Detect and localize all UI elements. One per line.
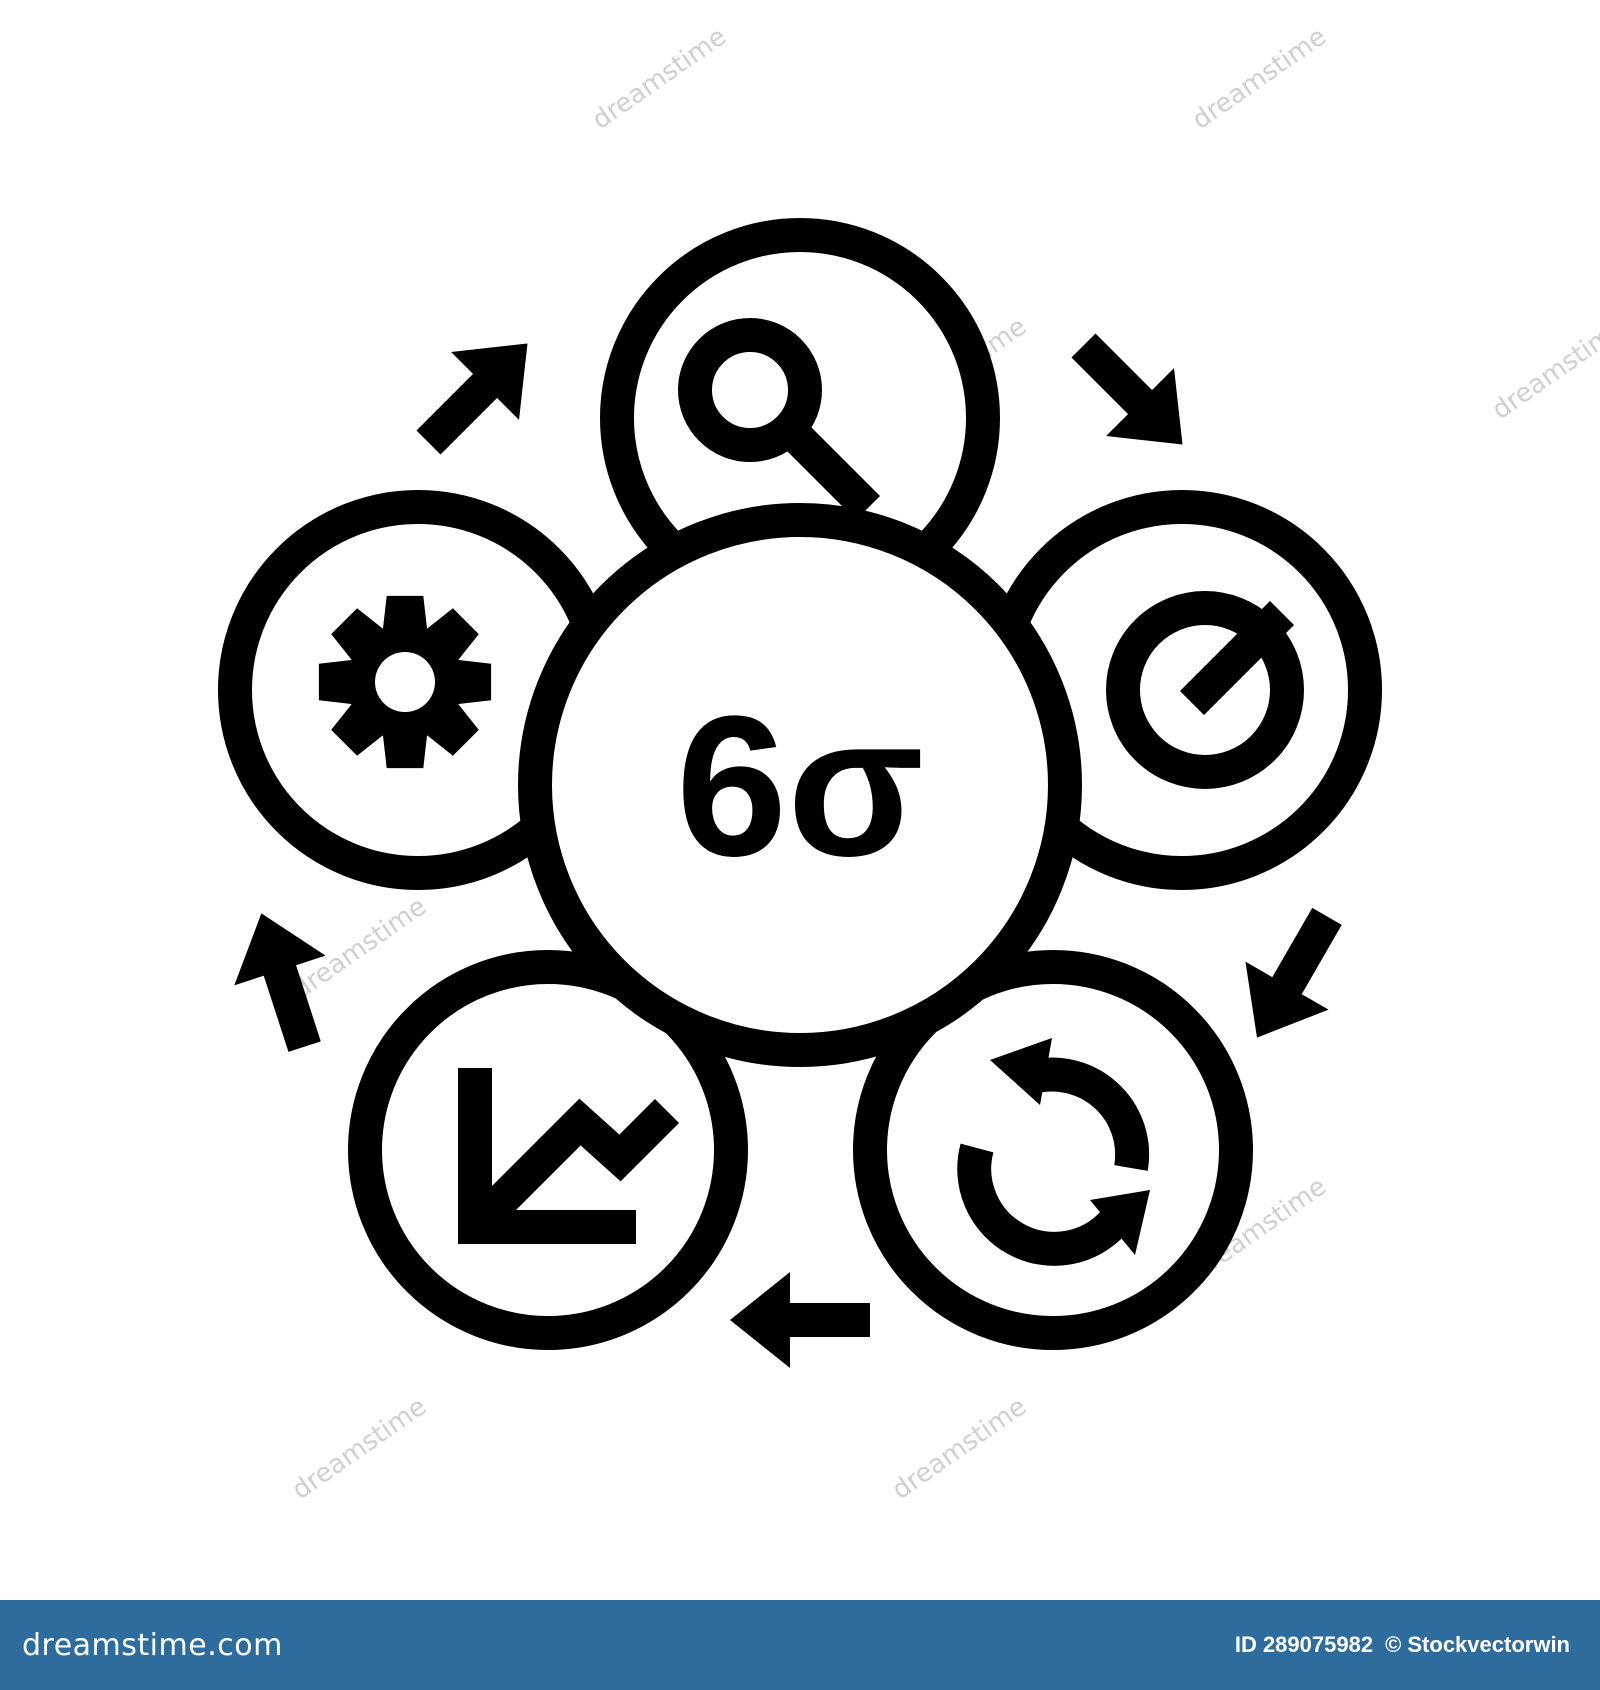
arrow-down-left-icon [1245, 907, 1342, 1038]
image-id: ID 289075982 [1234, 1632, 1374, 1657]
arrow-up-icon [234, 913, 326, 1052]
arrow-up-right-icon [416, 343, 528, 455]
downtrend-chart-icon [458, 1068, 680, 1244]
image-credit: © Stockvectorwin [1385, 1632, 1570, 1657]
brand-logo: dreamstime.com [22, 1627, 283, 1663]
watermark-text: dreamstime [1487, 312, 1600, 426]
six-sigma-symbol: 6σ [676, 675, 924, 898]
watermark-text: dreamstime [587, 22, 732, 136]
arrow-down-right-icon [1071, 333, 1183, 445]
footer-bar: dreamstime.com ID 289075982 © Stockvecto… [0, 1600, 1600, 1690]
node-bottom-right [853, 950, 1253, 1350]
watermark-text: dreamstime [887, 1392, 1032, 1506]
gauge-icon [1106, 591, 1304, 789]
node-center: 6σ [518, 503, 1082, 1067]
image-credits: ID 289075982 © Stockvectorwin [1235, 1632, 1570, 1658]
magnifier-icon [678, 318, 881, 521]
refresh-icon [957, 1038, 1150, 1266]
watermark-text: dreamstime [287, 1392, 432, 1506]
six-sigma-diagram: dreamstime dreamstime dreamstime dreamst… [218, 22, 1600, 1506]
watermark-text: dreamstime [1187, 22, 1332, 136]
arrow-left-icon [730, 1272, 870, 1368]
gear-hole [375, 652, 435, 712]
node-left [218, 490, 618, 890]
node-bottom-left [348, 950, 748, 1350]
gear-icon [318, 595, 492, 769]
